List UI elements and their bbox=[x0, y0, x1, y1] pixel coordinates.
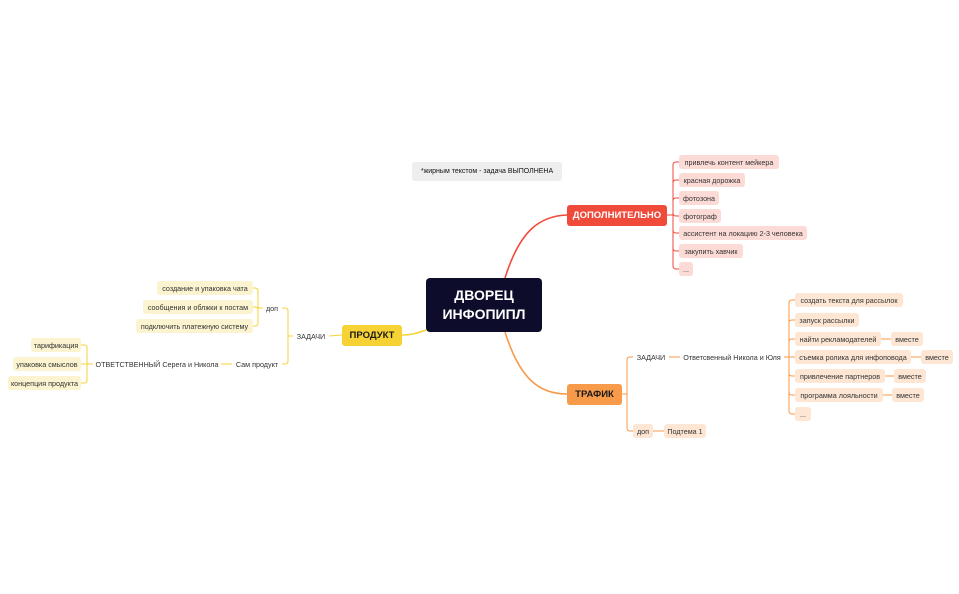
connector-line bbox=[667, 214, 679, 270]
connector-line bbox=[667, 161, 679, 216]
connector-line bbox=[282, 335, 293, 365]
traffic-dop-label[interactable]: доп bbox=[633, 424, 653, 438]
traffic-task-loyalty-together[interactable]: вместе bbox=[892, 388, 924, 402]
connector-line bbox=[81, 344, 93, 365]
traffic-task-partners-together[interactable]: вместе bbox=[894, 369, 926, 383]
traffic-task-texts[interactable]: создать текста для рассылок bbox=[795, 293, 903, 307]
traffic-task-video[interactable]: съемка ролика для инфоповода bbox=[795, 350, 911, 364]
traffic-task-advertisers[interactable]: найти рекламодателей bbox=[795, 332, 881, 346]
connector-line bbox=[504, 331, 568, 395]
dop-item-photographer[interactable]: фотограф bbox=[679, 209, 721, 223]
product-dop-payment[interactable]: подключить платежную систему bbox=[136, 319, 253, 333]
dop-item-assistant[interactable]: ассистент на локацию 2-3 человека bbox=[679, 226, 807, 240]
traffic-tasks-label[interactable]: ЗАДАЧИ bbox=[636, 352, 666, 362]
traffic-task-video-together[interactable]: вместе bbox=[921, 350, 953, 364]
connector-line bbox=[784, 338, 795, 358]
connector-line bbox=[667, 179, 679, 216]
connector-line bbox=[667, 212, 679, 217]
branch-dopolnitelno[interactable]: ДОПОЛНИТЕЛЬНО bbox=[567, 205, 667, 226]
connector-line bbox=[784, 319, 795, 358]
traffic-task-partners[interactable]: привлечение партнеров bbox=[795, 369, 885, 383]
branch-product[interactable]: ПРОДУКТ bbox=[342, 325, 402, 346]
central-topic-line-1: ДВОРЕЦ bbox=[454, 287, 514, 303]
connector-line bbox=[282, 307, 293, 337]
traffic-responsible[interactable]: Ответсвенный Никола и Юля bbox=[683, 352, 781, 362]
connector-line bbox=[81, 363, 93, 384]
traffic-task-more[interactable]: ... bbox=[795, 407, 811, 421]
traffic-task-mailing[interactable]: запуск рассылки bbox=[795, 313, 859, 327]
connector-line bbox=[504, 214, 568, 279]
traffic-dop-item[interactable]: Подтема 1 bbox=[664, 424, 706, 438]
product-item-concept[interactable]: концепция продукта bbox=[8, 376, 81, 390]
legend-note[interactable]: *жирным текстом - задача ВЫПОЛНЕНА bbox=[412, 162, 562, 181]
connector-line bbox=[667, 197, 679, 216]
dop-item-content-maker[interactable]: привлечь контент мейкера bbox=[679, 155, 779, 169]
product-dop-label[interactable]: доп bbox=[265, 303, 279, 313]
central-topic-line-2: ИНФОПИПЛ bbox=[442, 306, 526, 322]
connector-line bbox=[328, 334, 343, 337]
connector-line bbox=[622, 393, 633, 432]
connector-line bbox=[622, 356, 633, 395]
connector-line bbox=[784, 299, 795, 358]
dop-item-red-carpet[interactable]: красная дорожка bbox=[679, 173, 745, 187]
dop-item-more[interactable]: ... bbox=[679, 262, 693, 276]
product-item-meanings[interactable]: упаковка смыслов bbox=[13, 357, 81, 371]
product-tasks-label[interactable]: ЗАДАЧИ bbox=[296, 331, 326, 341]
product-dop-chat[interactable]: создание и упаковка чата bbox=[157, 281, 253, 295]
dop-item-food[interactable]: закупить хавчик bbox=[679, 244, 743, 258]
product-responsible[interactable]: ОТВЕТСТВЕННЫЙ Серега и Никола bbox=[95, 359, 219, 369]
traffic-task-advertisers-together[interactable]: вместе bbox=[891, 332, 923, 346]
connector-line bbox=[784, 356, 795, 415]
branch-traffic[interactable]: ТРАФИК bbox=[567, 384, 622, 405]
traffic-task-loyalty[interactable]: программа лояльности bbox=[795, 388, 883, 402]
product-dop-posts[interactable]: сообщения и облжки к постам bbox=[143, 300, 253, 314]
dop-item-photozone[interactable]: фотозона bbox=[679, 191, 719, 205]
connector-line bbox=[253, 307, 263, 327]
product-item-tarification[interactable]: тарификация bbox=[31, 338, 81, 352]
central-topic[interactable]: ДВОРЕЦ ИНФОПИПЛ bbox=[426, 278, 542, 332]
connector-line bbox=[401, 329, 427, 336]
product-itself-label[interactable]: Сам продукт bbox=[235, 359, 279, 369]
connector-line bbox=[253, 287, 263, 309]
